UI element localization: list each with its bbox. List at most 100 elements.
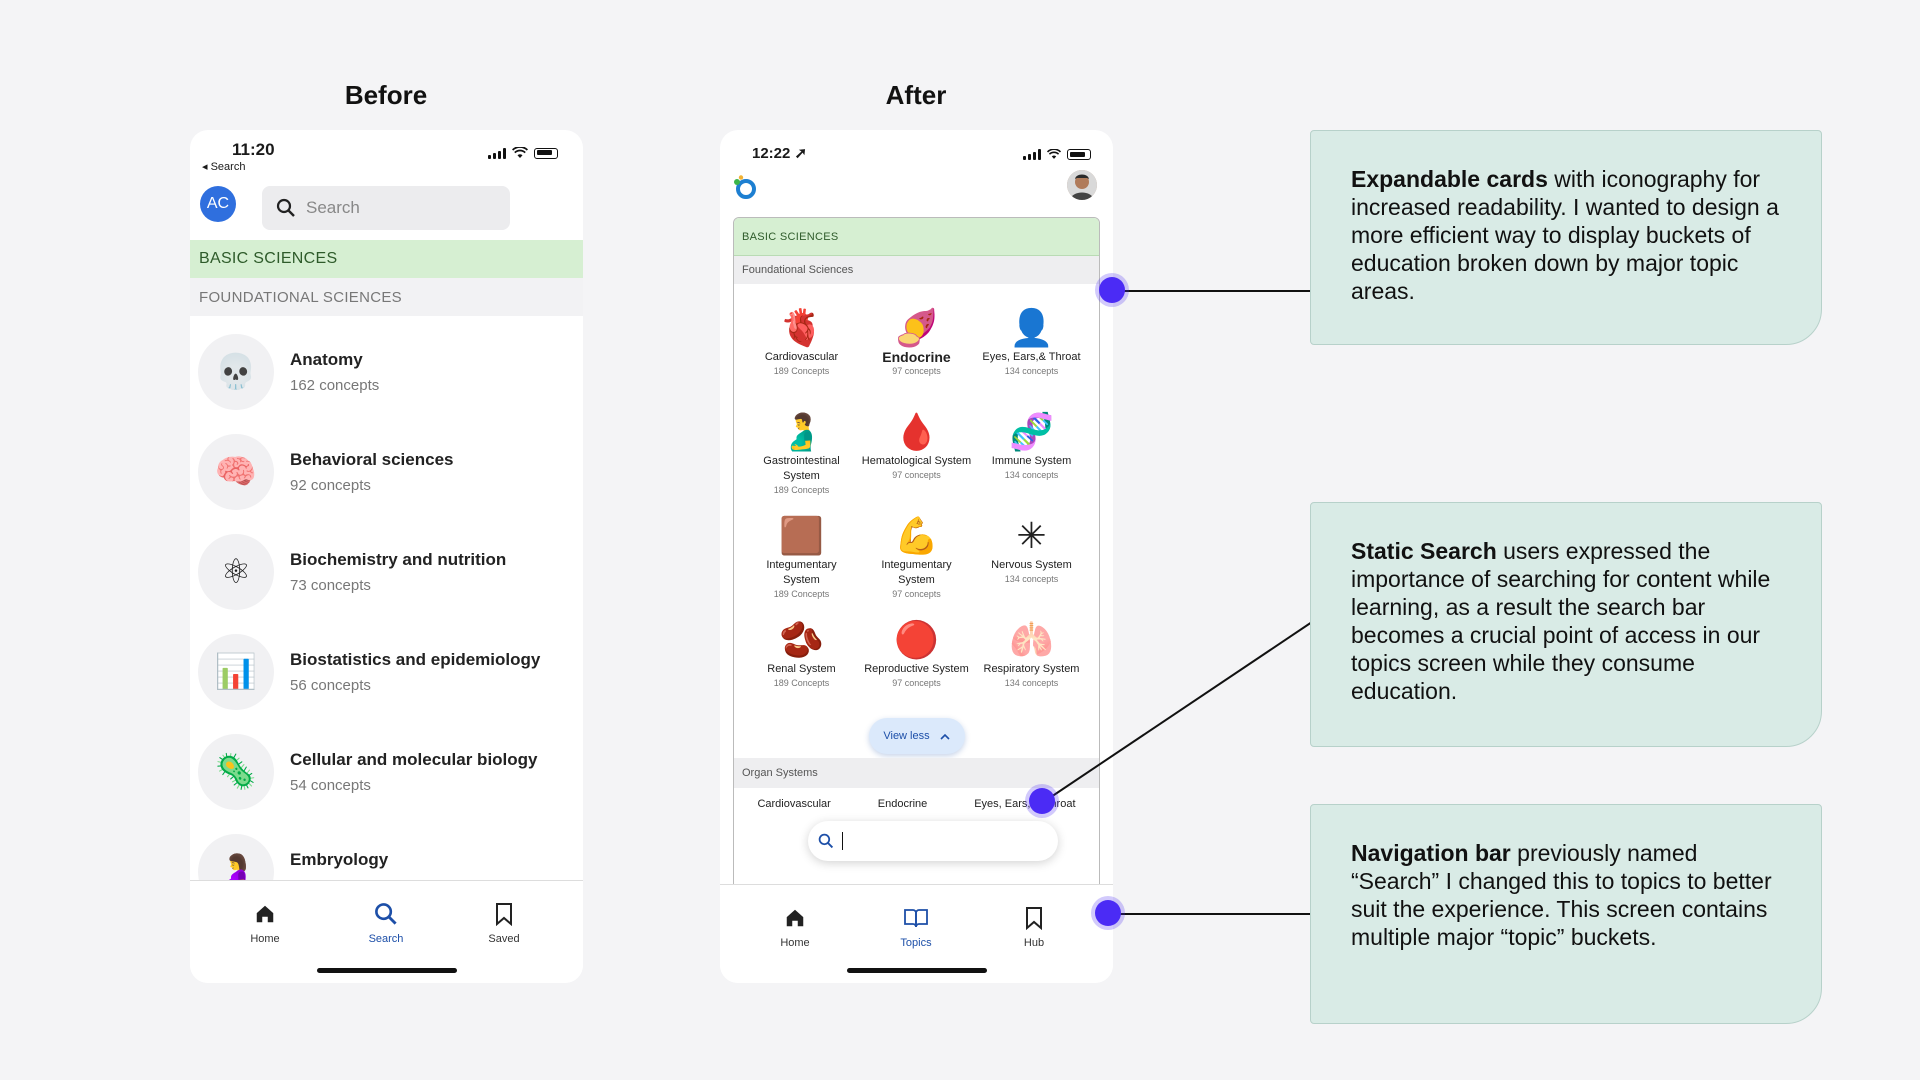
annotation-dot-cards — [1099, 277, 1125, 303]
topic-name: Hematological System — [861, 455, 972, 467]
organ-topic-label[interactable]: Cardiovascular — [757, 798, 831, 810]
connector-line-search — [1041, 621, 1313, 804]
topic-name: Cellular and molecular biology — [290, 750, 538, 769]
search-input[interactable]: Search — [262, 186, 510, 230]
topic-count: 97 concepts — [892, 470, 941, 480]
callout-title: Navigation bar — [1351, 840, 1511, 866]
list-item-text: Biostatistics and epidemiology 56 concept… — [290, 650, 540, 694]
search-placeholder: Search — [306, 198, 360, 217]
wifi-icon — [1047, 149, 1061, 159]
topic-count: 56 concepts — [290, 677, 371, 694]
section-header: BASIC SCIENCES — [734, 218, 1099, 256]
battery-icon — [534, 147, 558, 159]
section-header: BASIC SCIENCES — [190, 240, 583, 278]
topic-count: 54 concepts — [290, 777, 371, 794]
topic-name: Gastrointestinal System — [763, 455, 840, 482]
bookmark-icon — [454, 899, 554, 929]
subsection-header: FOUNDATIONAL SCIENCES — [190, 278, 583, 316]
topic-list: 💀 Anatomy 162 concepts 🧠 Behavioral sciences… — [190, 316, 583, 922]
lungs-icon: 🫁 — [1009, 619, 1054, 660]
topic-name: Behavioral sciences — [290, 450, 454, 469]
before-phone-screen: 11:20 ◂ Search AC Search BASIC SCIENCES … — [190, 130, 583, 983]
cell-icon: 🦠 — [198, 734, 274, 810]
callout-navigation-bar: Navigation bar previously named “Search”… — [1310, 804, 1822, 1024]
skull-icon: 💀 — [198, 334, 274, 410]
topic-card[interactable]: 🫀 Cardiovascular 189 Concepts — [747, 294, 857, 394]
tab-topics[interactable]: Topics — [866, 903, 966, 949]
app-logo-icon — [734, 175, 756, 199]
tab-home[interactable]: Home — [745, 903, 845, 949]
before-header: 11:20 ◂ Search AC Search — [190, 130, 583, 240]
after-header: 12:22 ➚ — [720, 130, 1113, 230]
topic-name: Biochemistry and nutrition — [290, 550, 507, 569]
tab-label: Home — [780, 937, 810, 949]
book-icon — [866, 903, 966, 933]
profile-avatar[interactable] — [1067, 170, 1097, 200]
topic-name: Biostatistics and epidemiology — [290, 650, 541, 669]
tab-bar: Home Search Saved — [190, 880, 583, 983]
topic-name: Immune System — [991, 455, 1072, 467]
status-icons — [1023, 149, 1091, 160]
topic-count: 134 concepts — [1004, 470, 1059, 480]
floating-search-input[interactable] — [808, 821, 1058, 861]
topic-count: 189 Concepts — [773, 678, 830, 688]
topic-count: 189 Concepts — [773, 485, 830, 495]
view-less-button[interactable]: View less — [868, 718, 965, 754]
status-time: 12:22 ➚ — [752, 145, 808, 162]
avatar[interactable]: AC — [200, 186, 236, 222]
tab-home[interactable]: Home — [215, 899, 315, 945]
molecule-icon: ⚛ — [198, 534, 274, 610]
back-to-search-link[interactable]: ◂ Search — [202, 161, 246, 173]
head-icon: 🧠 — [198, 434, 274, 510]
tab-search[interactable]: Search — [336, 899, 436, 945]
tab-hub[interactable]: Hub — [984, 903, 1084, 949]
after-title: After — [885, 80, 947, 110]
statistics-icon: 📊 — [198, 634, 274, 710]
list-item[interactable]: 🦠 Cellular and molecular biology 54 concep… — [190, 722, 583, 822]
topic-card[interactable]: 🩸 Hematological System 97 concepts — [862, 398, 972, 498]
tab-saved[interactable]: Saved — [454, 899, 554, 945]
foundational-header: Foundational Sciences — [734, 256, 1099, 284]
organ-topic-label[interactable]: Endocrine — [877, 798, 928, 810]
wifi-icon — [512, 147, 528, 158]
blood-cells-icon: 🩸 — [894, 411, 939, 452]
topic-name: Nervous System — [991, 559, 1072, 571]
face-icon: 👤 — [1009, 307, 1054, 348]
battery-icon — [1067, 149, 1091, 160]
topic-count: 162 concepts — [290, 377, 380, 394]
topic-count: 189 Concepts — [773, 366, 830, 376]
tab-label: Home — [250, 933, 280, 945]
callout-text: users expressed the importance of search… — [1351, 538, 1771, 704]
topic-name: Anatomy — [290, 350, 363, 369]
topic-name: Renal System — [767, 663, 836, 675]
topic-name: Cardiovascular — [764, 351, 839, 363]
status-time: 11:20 — [232, 140, 275, 159]
topic-count: 97 concepts — [892, 589, 941, 599]
after-phone-screen: 12:22 ➚ BASIC SCIENCES Foundational Scie… — [720, 130, 1113, 983]
list-item[interactable]: 📊 Biostatistics and epidemiology 56 concep… — [190, 622, 583, 722]
list-item[interactable]: 💀 Anatomy 162 concepts — [190, 322, 583, 422]
topic-name: Integumentary System — [881, 559, 952, 586]
topic-name: Respiratory System — [983, 663, 1080, 675]
heart-icon: 🫀 — [779, 307, 824, 348]
topic-count: 134 concepts — [1004, 574, 1059, 584]
callout-static-search: Static Search users expressed the import… — [1310, 502, 1822, 747]
tab-label: Hub — [1023, 937, 1045, 949]
profile-photo-icon — [1067, 170, 1097, 200]
bookmark-icon — [984, 903, 1084, 933]
